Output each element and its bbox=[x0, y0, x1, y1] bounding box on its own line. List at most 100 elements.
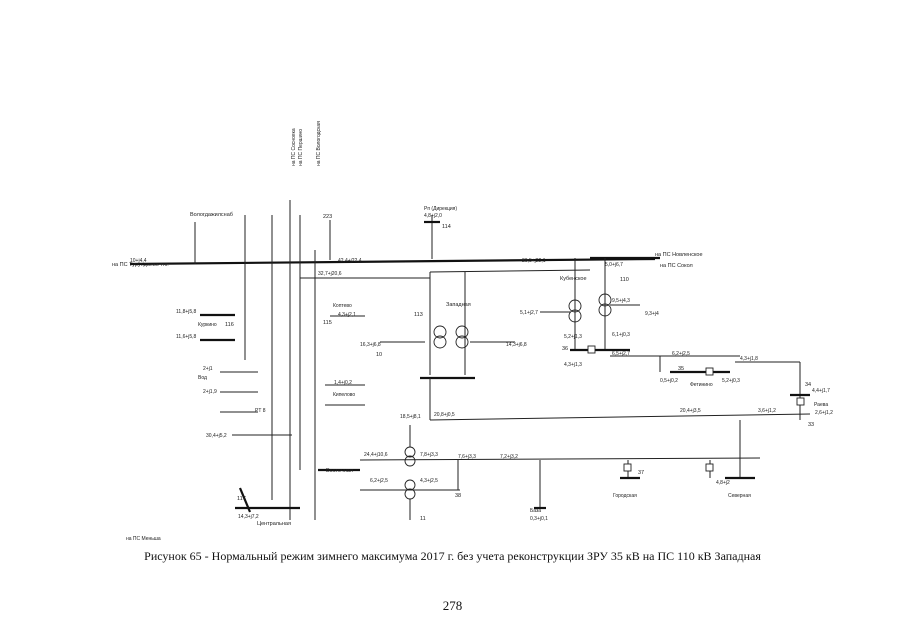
node-number: 116 bbox=[225, 322, 234, 328]
label-dir-pershino: на ПС Першино bbox=[298, 129, 304, 166]
label-pt: PT 8 bbox=[255, 408, 266, 414]
breaker-icon bbox=[587, 345, 596, 354]
bus-line-3 bbox=[429, 269, 591, 273]
transformer-icon bbox=[455, 325, 469, 339]
flow-label: 4,4+j1,7 bbox=[812, 388, 830, 394]
node-number: 34 bbox=[805, 382, 811, 388]
flow-label: 5,2+j0,3 bbox=[722, 378, 740, 384]
label-dir-turundaevo: на ПС Турундаево тяг. bbox=[112, 262, 169, 268]
transformer-icon bbox=[404, 446, 416, 458]
transformer-icon bbox=[404, 455, 416, 467]
flow-label: 30,4+j5,2 bbox=[206, 433, 227, 439]
node-number: 113 bbox=[414, 312, 423, 318]
flow-label: 18,5+j8,1 bbox=[400, 414, 421, 420]
node-number: 114 bbox=[442, 224, 451, 230]
label-baza: База bbox=[530, 508, 541, 514]
label-severnaya: Северная bbox=[728, 493, 751, 499]
flow-label: 9,3+j4 bbox=[645, 311, 659, 317]
label-koptevo: Коптево bbox=[333, 303, 352, 309]
flow-label: 42,4+j22,4 bbox=[338, 258, 362, 264]
transformer-icon bbox=[598, 293, 612, 307]
label-vod: Вод bbox=[198, 375, 207, 381]
breaker-icon bbox=[623, 463, 632, 472]
label-vologdazhilsnab: Вологдажилснаб bbox=[190, 212, 233, 218]
label-dir-r-deya: Рп (Дирекция) bbox=[424, 206, 457, 212]
node-number: 38 bbox=[455, 493, 461, 499]
label-dir-novlenskoe: на ПС Новленское bbox=[655, 252, 703, 258]
flow-label: 9,5+j4,3 bbox=[612, 298, 630, 304]
node-number: 36 bbox=[562, 346, 568, 352]
flow-label: 10+j4,4 bbox=[130, 258, 147, 264]
flow-label: 16,3+j6,8 bbox=[360, 342, 381, 348]
label-dir-mensha: на ПС Меньша bbox=[126, 536, 161, 542]
flow-label: 20,5+j22,1 bbox=[522, 258, 546, 264]
transformer-icon bbox=[404, 479, 416, 491]
transformer-icon bbox=[455, 335, 469, 349]
node-number: 117 bbox=[237, 496, 246, 502]
node-number: 115 bbox=[323, 320, 332, 326]
flow-label: 2+j1,9 bbox=[203, 389, 217, 395]
breaker-icon bbox=[796, 397, 805, 406]
flow-label: 4,3+j1,8 bbox=[740, 356, 758, 362]
flow-label: 4,3+j1,3 bbox=[564, 362, 582, 368]
label-dir-sosnovka: на ПС Сосновка bbox=[291, 128, 297, 166]
main-bus-line bbox=[129, 257, 656, 266]
label-raeva: Раева bbox=[814, 402, 828, 408]
flow-label: 7,6+j3,3 bbox=[458, 454, 476, 460]
flow-label: 20,8+j0,5 bbox=[434, 412, 455, 418]
breaker-icon bbox=[705, 367, 714, 376]
flow-label: 2+j1 bbox=[203, 366, 213, 372]
label-dir-vologodskaya: на ПС Вологодская bbox=[316, 121, 322, 166]
transformer-icon bbox=[433, 325, 447, 339]
flow-label: 32,7+j20,6 bbox=[318, 271, 342, 277]
node-number: 223 bbox=[323, 214, 332, 220]
flow-label: 14,3+j6,8 bbox=[506, 342, 527, 348]
node-number: 10 bbox=[376, 352, 382, 358]
node-number: 37 bbox=[638, 470, 644, 476]
flow-label: 4,3+j2,5 bbox=[420, 478, 438, 484]
line-lower-chain bbox=[359, 457, 761, 461]
flow-label: 4,3+j2,1 bbox=[338, 312, 356, 318]
flow-label: 4,8+j2 bbox=[716, 480, 730, 486]
transformer-icon bbox=[433, 335, 447, 349]
flow-label: 24,4+j10,6 bbox=[364, 452, 388, 458]
page-number: 278 bbox=[442, 598, 463, 613]
node-number: 33 bbox=[808, 422, 814, 428]
flow-label: 7,2+j3,2 bbox=[500, 454, 518, 460]
transformer-icon bbox=[568, 299, 582, 313]
flow-label: 20,4+j3,5 bbox=[680, 408, 701, 414]
flow-label: 2,6+j1,2 bbox=[815, 410, 833, 416]
flow-label: 5,2+j1,3 bbox=[564, 334, 582, 340]
flow-label: 11,8+j5,8 bbox=[176, 309, 197, 315]
flow-label: 7,8+j3,3 bbox=[420, 452, 438, 458]
label-zapadnaya: Западная bbox=[446, 302, 471, 308]
flow-label: 3,6+j1,2 bbox=[758, 408, 776, 414]
flow-label: 5,0+j6,7 bbox=[605, 262, 623, 268]
figure-caption: Рисунок 65 - Нормальный режим зимнего ма… bbox=[144, 549, 761, 563]
flow-label: 6,2+j2,5 bbox=[370, 478, 388, 484]
label-dir-sokol: на ПС Сокол bbox=[660, 263, 693, 269]
flow-label: 1,4+j0,2 bbox=[334, 380, 352, 386]
label-kubenskoe: Кубенское bbox=[560, 276, 587, 282]
label-kipelovo: Кипелово bbox=[333, 392, 355, 398]
label-fetinino: Фетинино bbox=[690, 382, 713, 388]
transformer-icon bbox=[598, 303, 612, 317]
line-to-raeva bbox=[429, 413, 811, 421]
flow-label: 11,6+j5,8 bbox=[176, 334, 197, 340]
flow-label: 5,1+j2,7 bbox=[520, 310, 538, 316]
node-number: 11 bbox=[420, 516, 426, 522]
breaker-icon bbox=[705, 463, 714, 472]
label-tsentralnaya: Центральная bbox=[257, 521, 291, 527]
flow-label: 4,8+j2,0 bbox=[424, 213, 442, 219]
flow-label: 0,3+j0,1 bbox=[530, 516, 548, 522]
flow-label: 6,1+j0,3 bbox=[612, 332, 630, 338]
label-vostochnaya: Восточная bbox=[326, 468, 353, 474]
flow-label: 14,3+j7,2 bbox=[238, 514, 259, 520]
label-gorodskaya: Городская bbox=[613, 493, 637, 499]
label-kurkovo: Куркино bbox=[198, 322, 217, 328]
node-number: 35 bbox=[678, 366, 684, 372]
flow-label: 0,5+j0,2 bbox=[660, 378, 678, 384]
flow-label: 6,2+j2,5 bbox=[672, 351, 690, 357]
transformer-icon bbox=[568, 309, 582, 323]
